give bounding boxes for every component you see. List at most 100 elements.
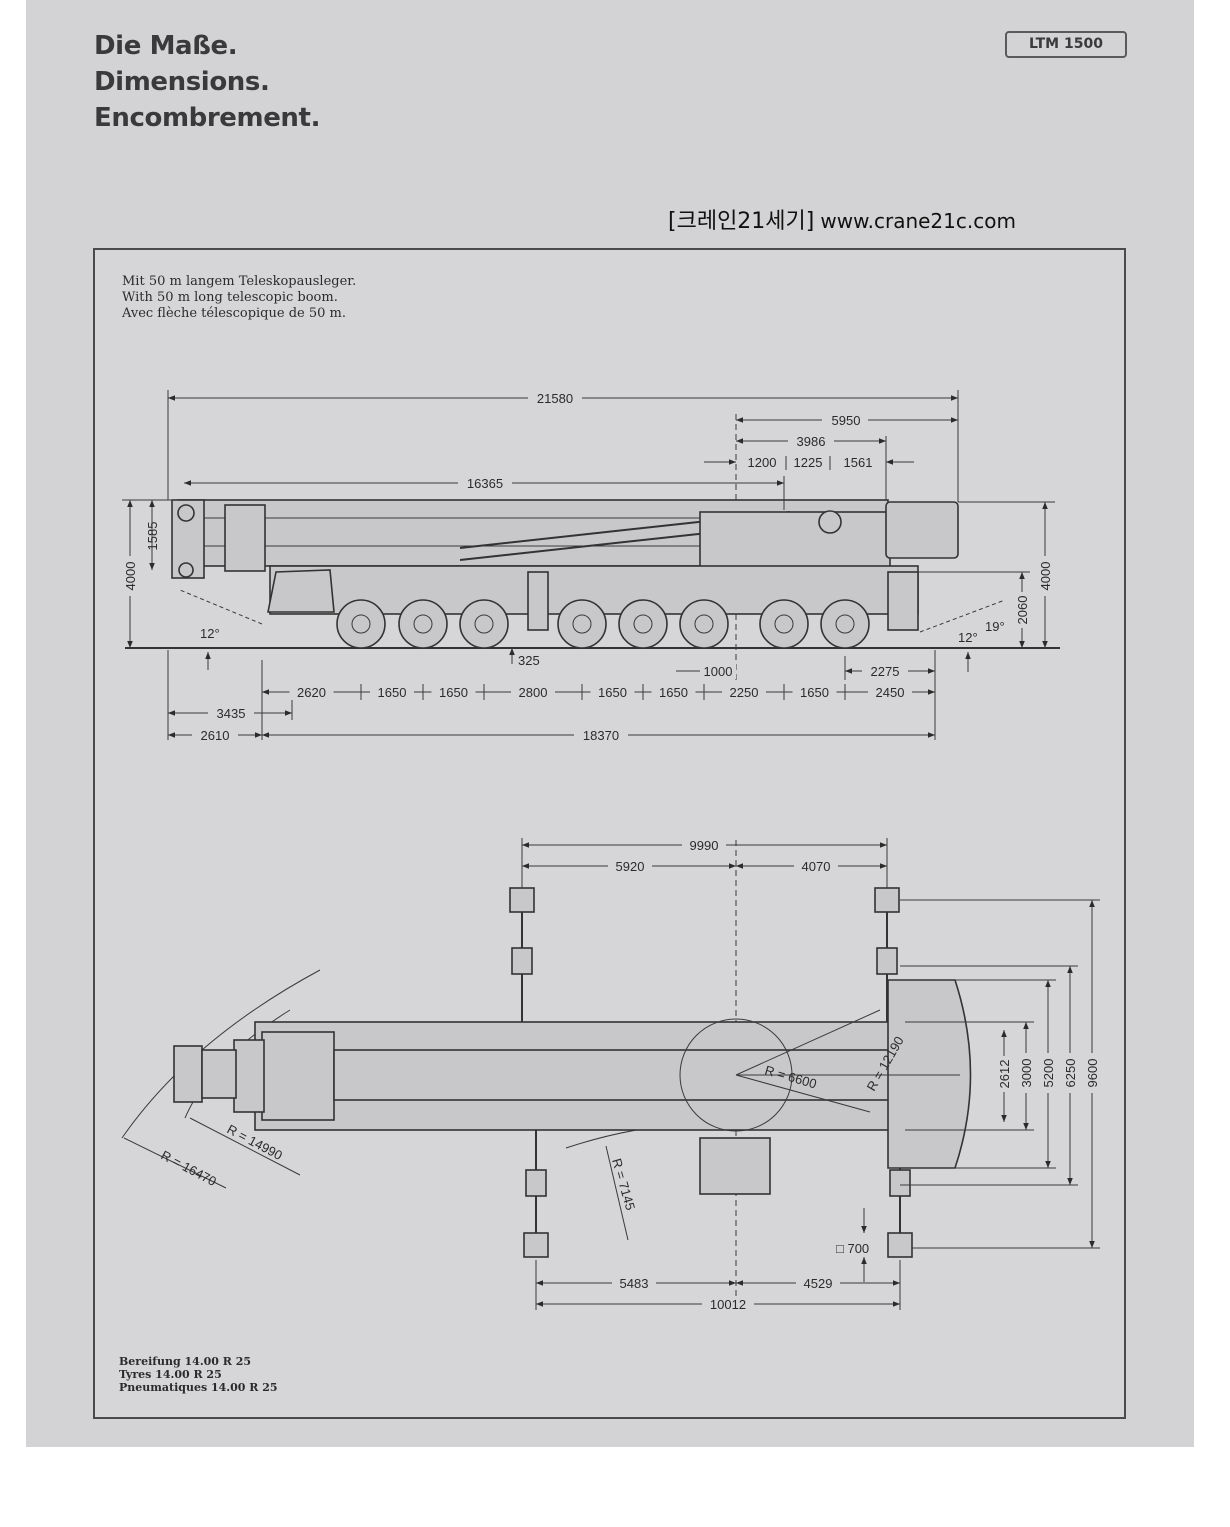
dim-label-bg bbox=[608, 858, 652, 874]
dim-1585: 1585 bbox=[145, 522, 160, 551]
intro-fr: Avec flèche télescopique de 50 m. bbox=[122, 306, 346, 321]
dim-label-bg bbox=[1040, 1053, 1056, 1093]
dim-1225: 1225 bbox=[794, 455, 823, 470]
axle-spacing: 1650 bbox=[378, 685, 407, 700]
radius-arc-16470 bbox=[121, 969, 321, 1139]
radius-7145: R = 7145 bbox=[609, 1157, 638, 1212]
angle-rear: 12° bbox=[958, 630, 978, 645]
wheel-hub bbox=[351, 614, 371, 634]
page-title: Die Maße. Dimensions. Encombrement. bbox=[94, 28, 320, 136]
intro-en: With 50 m long telescopic boom. bbox=[122, 290, 338, 305]
superstructure bbox=[699, 511, 891, 573]
intro-de: Mit 50 m langem Teleskopausleger. bbox=[122, 274, 357, 289]
dim-label-bg bbox=[792, 684, 837, 700]
model-badge: LTM 1500 bbox=[1005, 31, 1127, 58]
wheel-hub bbox=[633, 614, 653, 634]
dim-9600: 9600 bbox=[1085, 1059, 1100, 1088]
dim-label-bg bbox=[862, 663, 908, 679]
dim-label-bg bbox=[590, 684, 635, 700]
wheel bbox=[336, 599, 386, 649]
dim-label-bg bbox=[511, 684, 555, 700]
dim-4000-left: 4000 bbox=[123, 562, 138, 591]
mid-outrigger-box bbox=[527, 571, 549, 631]
dim-label-bg bbox=[528, 390, 582, 406]
winch-drum bbox=[818, 510, 842, 534]
dim-label-bg bbox=[788, 433, 834, 449]
dim-label-bg bbox=[651, 684, 696, 700]
dim-label-bg bbox=[289, 684, 334, 700]
dim-label-bg bbox=[1018, 1053, 1034, 1093]
dim-18370: 18370 bbox=[583, 728, 619, 743]
axle-spacing: 1650 bbox=[439, 685, 468, 700]
tyre-spec: Bereifung 14.00 R 25 Tyres 14.00 R 25 Pn… bbox=[119, 1355, 278, 1394]
dim-2060: 2060 bbox=[1015, 596, 1030, 625]
wheel-hub bbox=[694, 614, 714, 634]
dim-2610: 2610 bbox=[201, 728, 230, 743]
dim-9990: 9990 bbox=[690, 838, 719, 853]
head-sheave bbox=[178, 562, 194, 578]
dim-2275: 2275 bbox=[871, 664, 900, 679]
dim-label-bg bbox=[682, 837, 726, 853]
dim-21580: 21580 bbox=[537, 391, 573, 406]
counterweight bbox=[887, 979, 972, 1169]
axle-spacing: 1650 bbox=[598, 685, 627, 700]
watermark-url: www.crane21c.com bbox=[820, 209, 1016, 233]
crane-cab bbox=[885, 501, 959, 559]
dim-label-bg bbox=[868, 684, 912, 700]
driver-cab-top bbox=[261, 1031, 335, 1121]
driver-cab bbox=[267, 569, 335, 613]
dim-label-bg bbox=[192, 727, 238, 743]
wheel-hub bbox=[572, 614, 592, 634]
boom-tip-top bbox=[201, 1049, 237, 1099]
dim-label-bg bbox=[700, 663, 736, 679]
axle-spacing: 2800 bbox=[519, 685, 548, 700]
dim-1561: 1561 bbox=[844, 455, 873, 470]
title-en: Dimensions. bbox=[94, 67, 270, 97]
dim-label-bg bbox=[796, 1275, 840, 1291]
dim-label-bg bbox=[1062, 1053, 1078, 1093]
dim-label-bg bbox=[458, 475, 512, 491]
outrigger-cylinder bbox=[889, 1169, 911, 1197]
dim-5920: 5920 bbox=[616, 859, 645, 874]
dim-label-bg bbox=[122, 556, 138, 596]
intro-text: Mit 50 m langem Teleskopausleger. With 5… bbox=[122, 274, 356, 322]
boom-collar bbox=[224, 504, 266, 572]
angle-front: 12° bbox=[200, 626, 220, 641]
radius-line-12190 bbox=[735, 1009, 881, 1076]
radius-line-6600 bbox=[735, 1074, 871, 1113]
dim-4529: 4529 bbox=[804, 1276, 833, 1291]
dim-label-bg bbox=[574, 727, 628, 743]
wheel-hub bbox=[774, 614, 794, 634]
watermark: [크레인21세기]www.crane21c.com bbox=[668, 203, 1016, 235]
tyres-en: Tyres 14.00 R 25 bbox=[119, 1368, 222, 1381]
wheel-hub bbox=[413, 614, 433, 634]
axle-spacing: 2620 bbox=[297, 685, 326, 700]
dim-label-bg bbox=[431, 684, 476, 700]
radius-16470: R = 16470 bbox=[159, 1147, 219, 1189]
title-fr: Encombrement. bbox=[94, 103, 321, 133]
axle-spacing: 1650 bbox=[800, 685, 829, 700]
wheel bbox=[679, 599, 729, 649]
drawing-panel bbox=[93, 248, 1126, 1419]
dim-label-bg bbox=[822, 412, 868, 428]
tyres-de: Bereifung 14.00 R 25 bbox=[119, 1355, 252, 1368]
dim-10012: 10012 bbox=[710, 1297, 746, 1312]
wheel-hub bbox=[474, 614, 494, 634]
dim-label-bg bbox=[996, 1056, 1012, 1092]
dim-label-bg bbox=[208, 705, 254, 721]
dim-5950: 5950 bbox=[832, 413, 861, 428]
dim-1200: 1200 bbox=[748, 455, 777, 470]
outrigger-pad bbox=[874, 887, 900, 913]
dim-4070: 4070 bbox=[802, 859, 831, 874]
dim-16365: 16365 bbox=[467, 476, 503, 491]
dim-label-bg bbox=[1014, 592, 1030, 628]
rear-outrigger-box bbox=[887, 571, 919, 631]
approach-angle-line bbox=[179, 589, 263, 625]
dim-label-bg bbox=[1037, 556, 1053, 596]
head-sheave bbox=[177, 504, 195, 522]
cab-swung bbox=[699, 1137, 771, 1195]
dim-label-bg bbox=[794, 858, 838, 874]
axle-spacing: 2250 bbox=[730, 685, 759, 700]
